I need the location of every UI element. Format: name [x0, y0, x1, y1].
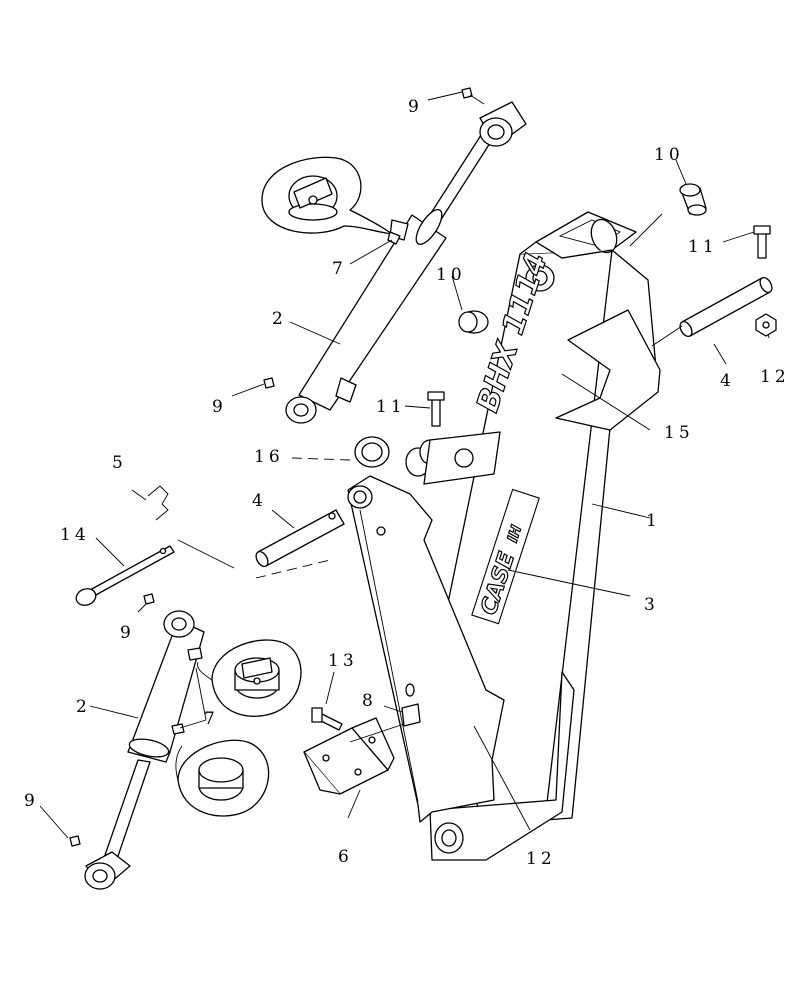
- nut-12-upper: [755, 313, 777, 337]
- callout-c16: 16: [254, 447, 284, 467]
- bracket-6: [303, 717, 395, 795]
- lower-detail-bubble-a: [197, 639, 302, 717]
- callout-c9b: 9: [212, 397, 227, 417]
- maker-suffix-text: IH: [505, 523, 526, 544]
- bolt-11-upper: [753, 225, 771, 259]
- callout-c12a: 12: [760, 367, 790, 387]
- lower-pin: [255, 509, 345, 568]
- clip-5: [147, 485, 169, 521]
- callout-labels: 9 10 7 11 10 2 4 12 9 11 15 16 5 4 1 14 …: [24, 97, 790, 869]
- bushing-16: [354, 436, 390, 468]
- callout-c6: 6: [338, 847, 353, 867]
- upper-detail-bubble: [261, 156, 401, 245]
- callout-c2b: 2: [76, 697, 91, 717]
- callout-c3: 3: [644, 595, 659, 615]
- upper-cylinder: [285, 101, 527, 424]
- callout-c10a: 10: [654, 145, 684, 165]
- callout-c15: 15: [664, 423, 694, 443]
- callout-c13: 13: [328, 651, 358, 671]
- callout-c4b: 4: [252, 491, 267, 511]
- spacer-plate: [423, 431, 501, 485]
- callout-c8: 8: [362, 691, 377, 711]
- bolt-13: [311, 707, 343, 731]
- callout-c11b: 11: [376, 397, 406, 417]
- callout-c12b: 12: [526, 849, 556, 869]
- lower-cylinder: [84, 610, 205, 890]
- pad-8: [401, 703, 421, 727]
- callout-c9a: 9: [408, 97, 423, 117]
- callout-c7b: 7: [204, 709, 219, 729]
- bolt-11-mid: [427, 391, 445, 427]
- side-plate: [347, 475, 505, 823]
- callout-c9c: 9: [120, 623, 135, 643]
- callout-c5: 5: [112, 453, 127, 473]
- bushing-10-mid: [458, 310, 489, 334]
- callout-c2a: 2: [272, 309, 287, 329]
- callout-c9d: 9: [24, 791, 39, 811]
- lower-detail-bubble-b: [175, 739, 270, 817]
- callout-c7a: 7: [332, 259, 347, 279]
- pin-14: [75, 545, 175, 606]
- leader-lines: [39, 91, 770, 839]
- callout-c10b: 10: [436, 265, 466, 285]
- callout-c4a: 4: [720, 371, 735, 391]
- callout-c14: 14: [60, 525, 90, 545]
- bushing-10-upper: [679, 183, 707, 216]
- callout-c1: 1: [646, 511, 661, 531]
- upper-pin: [679, 276, 773, 338]
- callout-c11a: 11: [688, 237, 718, 257]
